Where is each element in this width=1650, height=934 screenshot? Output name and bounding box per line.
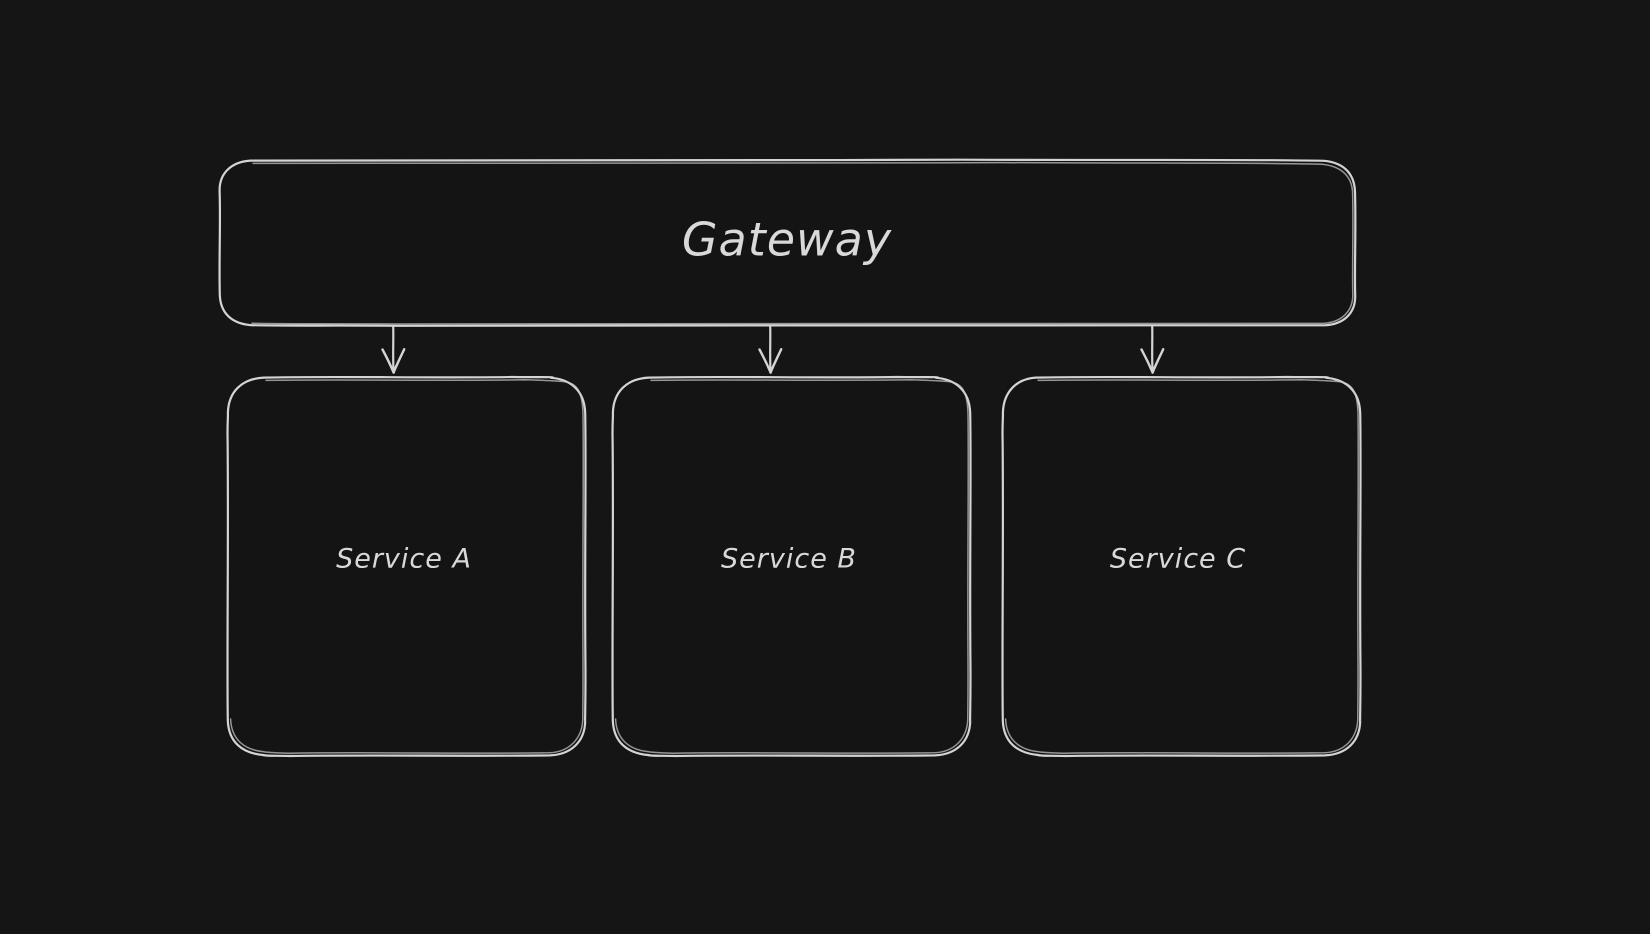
node-service-a-fill [228, 377, 585, 755]
node-service-b[interactable]: Service B [611, 375, 972, 758]
node-service-b-outline [611, 375, 972, 758]
node-service-b-fill [613, 377, 970, 755]
node-service-c[interactable]: Service C [1000, 375, 1362, 758]
node-gateway-outline-pass2 [251, 161, 1354, 325]
node-gateway-label: Gateway [682, 213, 892, 267]
edge-gateway-to-service-c[interactable] [1140, 324, 1165, 374]
node-gateway-outline [218, 158, 1357, 327]
edge-gateway-to-service-c-arrowhead-right [1151, 348, 1165, 374]
edge-gateway-to-service-b-arrowhead-left [758, 348, 772, 374]
edge-gateway-to-service-c-arrowhead-left [1140, 348, 1154, 374]
edge-gateway-to-service-a[interactable] [381, 324, 406, 374]
node-service-a-outline [226, 375, 587, 758]
edge-gateway-to-service-b[interactable] [758, 324, 783, 374]
node-service-c-outline-pass2 [1004, 379, 1360, 754]
edge-gateway-to-service-a-arrowhead-left [381, 348, 395, 374]
node-service-c-outline [1001, 375, 1362, 758]
node-service-a[interactable]: Service A [226, 375, 587, 758]
edge-gateway-to-service-a-arrowhead-right [392, 348, 406, 374]
node-gateway[interactable]: Gateway [218, 158, 1357, 327]
node-service-b-outline-pass2 [614, 379, 970, 754]
node-service-a-label: Service A [336, 544, 472, 575]
node-service-b-label: Service B [721, 544, 857, 575]
edge-gateway-to-service-b-arrowhead-right [769, 348, 783, 374]
node-service-a-outline-pass2 [229, 379, 585, 754]
node-service-c-fill [1000, 377, 1360, 755]
node-gateway-fill [220, 160, 1355, 325]
node-service-c-label: Service C [1110, 544, 1246, 575]
